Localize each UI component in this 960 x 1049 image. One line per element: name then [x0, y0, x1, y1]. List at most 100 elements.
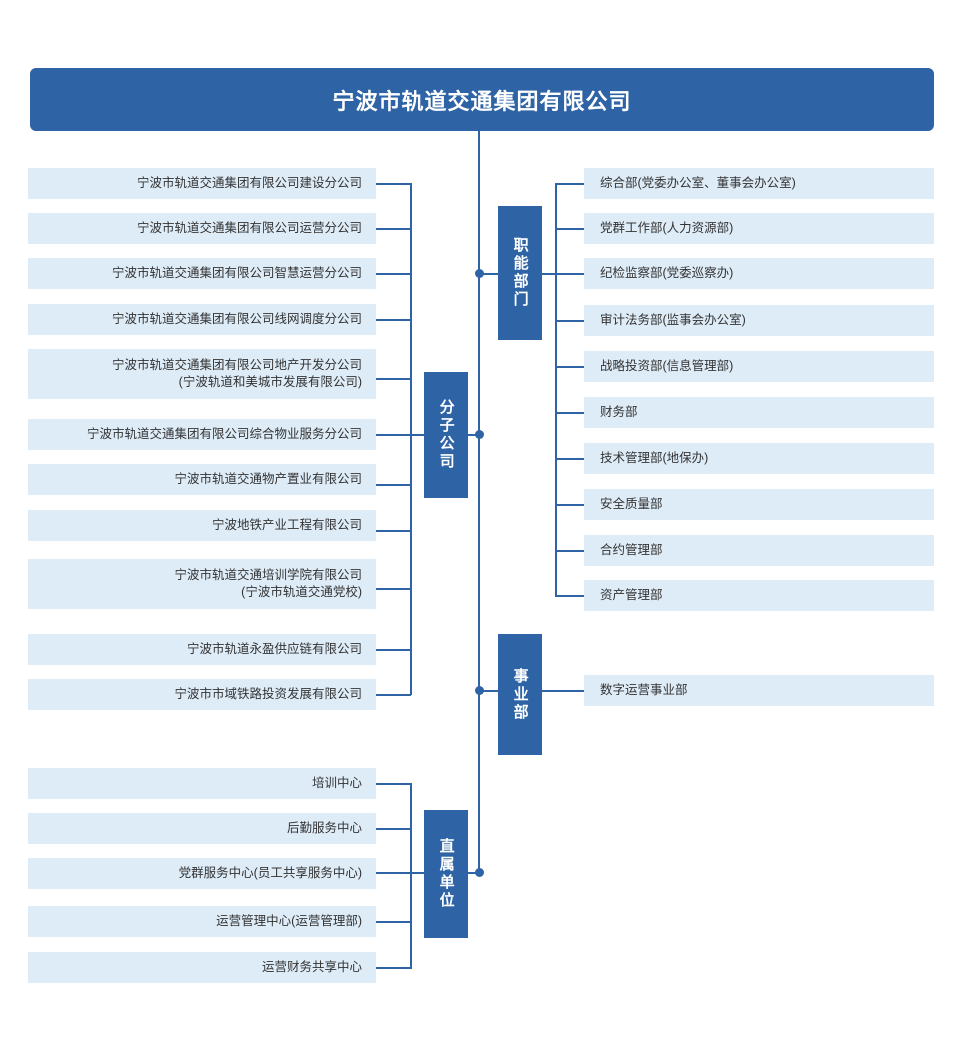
stub-subsidiary-1: [376, 183, 411, 185]
list-item-label: 审计法务部(监事会办公室): [600, 313, 746, 327]
list-item[interactable]: 宁波地铁产业工程有限公司: [28, 510, 376, 541]
list-item[interactable]: 纪检监察部(党委巡察办): [584, 258, 934, 289]
stub-direct-unit-1: [376, 783, 411, 785]
list-item[interactable]: 运营管理中心(运营管理部): [28, 906, 376, 937]
list-item-label: 运营管理中心(运营管理部): [216, 914, 362, 928]
list-item-label: 宁波市轨道交通培训学院有限公司: [174, 568, 362, 582]
stub-direct-unit-5: [376, 967, 411, 969]
list-item[interactable]: 宁波市轨道交通集团有限公司建设分公司: [28, 168, 376, 199]
list-item-sublabel: (宁波轨道和美城市发展有限公司): [178, 375, 362, 389]
category-box-subsidiaries: 分子公司: [424, 372, 468, 498]
list-item[interactable]: 宁波市轨道交通集团有限公司智慧运营分公司: [28, 258, 376, 289]
category-label-direct-units: 直属单位: [437, 838, 455, 910]
rail-vertical-direct-units: [410, 783, 412, 969]
list-item[interactable]: 审计法务部(监事会办公室): [584, 305, 934, 336]
list-item[interactable]: 后勤服务中心: [28, 813, 376, 844]
list-item[interactable]: 宁波市轨道交通集团有限公司综合物业服务分公司: [28, 419, 376, 450]
list-item[interactable]: 宁波市轨道交通集团有限公司线网调度分公司: [28, 304, 376, 335]
connector-functional-departments-to-rail: [542, 273, 557, 275]
rail-vertical-functional-departments: [555, 183, 557, 596]
list-item[interactable]: 合约管理部: [584, 535, 934, 566]
stub-department-10: [555, 595, 585, 597]
stub-subsidiary-5: [376, 378, 411, 380]
stub-department-8: [555, 504, 585, 506]
list-item-label: 技术管理部(地保办): [600, 451, 709, 465]
node-dot-functional-departments: [475, 269, 484, 278]
stub-department-4: [555, 320, 585, 322]
list-item[interactable]: 安全质量部: [584, 489, 934, 520]
stub-department-7: [555, 458, 585, 460]
list-item-label: 宁波市轨道交通集团有限公司线网调度分公司: [111, 312, 362, 326]
stub-direct-unit-4: [376, 921, 411, 923]
list-item-label: 宁波市轨道交通集团有限公司建设分公司: [136, 176, 362, 190]
list-item[interactable]: 宁波市轨道交通集团有限公司地产开发分公司 (宁波轨道和美城市发展有限公司): [28, 349, 376, 399]
list-item[interactable]: 数字运营事业部: [584, 675, 934, 706]
category-box-direct-units: 直属单位: [424, 810, 468, 938]
stub-subsidiary-11: [376, 694, 411, 696]
list-item[interactable]: 党群服务中心(员工共享服务中心): [28, 858, 376, 889]
list-item-label: 宁波地铁产业工程有限公司: [211, 518, 362, 532]
list-item[interactable]: 综合部(党委办公室、董事会办公室): [584, 168, 934, 199]
stub-direct-unit-2: [376, 828, 411, 830]
list-item-label: 宁波市轨道交通集团有限公司运营分公司: [136, 221, 362, 235]
connector-spine-to-functional-departments: [479, 273, 499, 275]
node-dot-subsidiaries: [475, 430, 484, 439]
stub-department-3: [555, 273, 585, 275]
list-item[interactable]: 战略投资部(信息管理部): [584, 351, 934, 382]
list-item[interactable]: 资产管理部: [584, 580, 934, 611]
spine-vertical-main: [478, 131, 480, 873]
stub-department-2: [555, 228, 585, 230]
connector-spine-to-subsidiaries: [468, 434, 480, 436]
category-label-functional-departments: 职能部门: [511, 237, 529, 309]
stub-department-6: [555, 412, 585, 414]
category-box-functional-departments: 职能部门: [498, 206, 542, 340]
stub-business-division-1: [542, 690, 585, 692]
connector-direct-units-to-rail: [410, 872, 425, 874]
list-item[interactable]: 宁波市轨道交通培训学院有限公司 (宁波市轨道交通党校): [28, 559, 376, 609]
list-item-label: 安全质量部: [600, 497, 663, 511]
list-item[interactable]: 党群工作部(人力资源部): [584, 213, 934, 244]
category-box-business-divisions: 事业部: [498, 634, 542, 755]
stub-direct-unit-3: [376, 872, 411, 874]
list-item-label: 宁波市市域铁路投资发展有限公司: [174, 687, 362, 701]
list-item[interactable]: 技术管理部(地保办): [584, 443, 934, 474]
list-item-sublabel: (宁波市轨道交通党校): [241, 585, 362, 599]
list-item[interactable]: 培训中心: [28, 768, 376, 799]
list-item-label: 运营财务共享中心: [261, 960, 362, 974]
list-item-label: 宁波市轨道交通集团有限公司地产开发分公司: [111, 358, 362, 372]
list-item[interactable]: 宁波市轨道交通集团有限公司运营分公司: [28, 213, 376, 244]
list-item-label: 后勤服务中心: [286, 821, 362, 835]
rail-vertical-subsidiaries: [410, 183, 412, 695]
list-item[interactable]: 财务部: [584, 397, 934, 428]
stub-subsidiary-8: [376, 530, 411, 532]
root-organization-label: 宁波市轨道交通集团有限公司: [332, 88, 632, 114]
stub-subsidiary-2: [376, 228, 411, 230]
list-item[interactable]: 宁波市市域铁路投资发展有限公司: [28, 679, 376, 710]
category-label-subsidiaries: 分子公司: [437, 399, 455, 471]
list-item-label: 培训中心: [311, 776, 362, 790]
list-item-label: 党群工作部(人力资源部): [600, 221, 734, 235]
list-item-label: 宁波市轨道永盈供应链有限公司: [186, 642, 362, 656]
stub-department-1: [555, 183, 585, 185]
list-item[interactable]: 宁波市轨道永盈供应链有限公司: [28, 634, 376, 665]
list-item[interactable]: 宁波市轨道交通物产置业有限公司: [28, 464, 376, 495]
list-item-label: 综合部(党委办公室、董事会办公室): [600, 176, 796, 190]
list-item-label: 战略投资部(信息管理部): [600, 359, 734, 373]
list-item[interactable]: 运营财务共享中心: [28, 952, 376, 983]
list-item-label: 数字运营事业部: [600, 683, 688, 697]
list-item-label: 宁波市轨道交通集团有限公司综合物业服务分公司: [86, 427, 362, 441]
root-organization-box: 宁波市轨道交通集团有限公司: [30, 68, 934, 131]
stub-subsidiary-7: [376, 484, 411, 486]
node-dot-business-divisions: [475, 686, 484, 695]
stub-subsidiary-4: [376, 319, 411, 321]
list-item-label: 党群服务中心(员工共享服务中心): [178, 866, 362, 880]
stub-department-5: [555, 366, 585, 368]
category-label-business-divisions: 事业部: [511, 667, 529, 722]
list-item-label: 资产管理部: [600, 588, 663, 602]
stub-subsidiary-3: [376, 273, 411, 275]
stub-subsidiary-9: [376, 588, 411, 590]
connector-subsidiaries-to-rail: [410, 434, 425, 436]
stub-subsidiary-6: [376, 434, 411, 436]
node-dot-direct-units: [475, 868, 484, 877]
